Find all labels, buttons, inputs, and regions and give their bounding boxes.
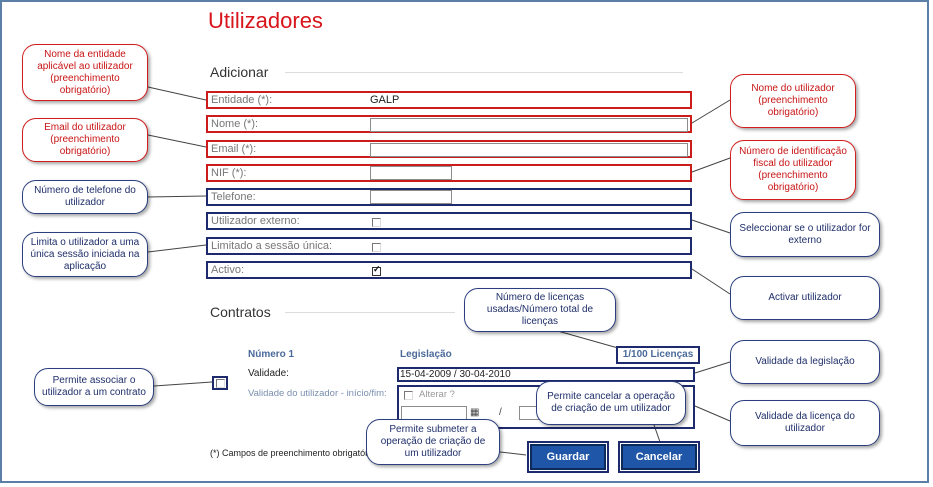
- externo-checkbox[interactable]: [372, 218, 381, 227]
- callout-contrato: Permite associar o utilizador a um contr…: [34, 368, 154, 406]
- section-divider: [285, 72, 683, 73]
- row-nif: NIF (*):: [206, 164, 692, 182]
- start-date-input[interactable]: [401, 406, 467, 420]
- label-nome: Nome (*):: [211, 118, 259, 130]
- callout-telefone: Número de telefone do utilizador: [22, 180, 148, 214]
- label-activo: Activo:: [211, 264, 245, 276]
- nif-input[interactable]: [370, 166, 452, 180]
- section-divider-contratos: [285, 312, 455, 313]
- callout-validade-licenca: Validade da licença do utilizador: [730, 400, 880, 446]
- sessao-checkbox[interactable]: [372, 243, 381, 252]
- row-activo: Activo:: [206, 261, 692, 279]
- row-utilizador-externo: Utilizador externo:: [206, 212, 692, 230]
- label-sessao: Limitado a sessão única:: [211, 240, 333, 252]
- legislation-heading: Legislação: [400, 349, 452, 360]
- guardar-button[interactable]: Guardar: [527, 441, 609, 473]
- row-entidade: Entidade (*): GALP: [206, 91, 692, 109]
- email-input[interactable]: [370, 143, 688, 157]
- label-entidade: Entidade (*):: [211, 94, 273, 106]
- callout-externo: Seleccionar se o utilizador for externo: [730, 212, 880, 257]
- callout-licencas: Número de licenças usadas/Número total d…: [464, 288, 616, 332]
- user-validity-label: Validade do utilizador - início/fim:: [248, 388, 387, 399]
- calendar-icon[interactable]: ▦: [470, 407, 480, 418]
- row-sessao-unica: Limitado a sessão única:: [206, 237, 692, 255]
- validity-label: Validade:: [248, 368, 289, 379]
- row-email: Email (*):: [206, 140, 692, 158]
- label-telefone: Telefone:: [211, 191, 256, 203]
- licenses-count: 1/100 Licenças: [616, 346, 700, 364]
- callout-nome: Nome do utilizador (preenchimento obriga…: [730, 74, 856, 128]
- telefone-input[interactable]: [370, 190, 452, 204]
- contract-number: Número 1: [248, 349, 295, 360]
- nome-input[interactable]: [370, 118, 688, 132]
- contract-checkbox-outline: [212, 376, 228, 390]
- label-nif: NIF (*):: [211, 167, 247, 179]
- callout-email: Email do utilizador (preenchimento obrig…: [22, 118, 148, 162]
- value-entidade: GALP: [370, 94, 400, 106]
- required-note: (*) Campos de preenchimento obrigatório: [210, 448, 376, 458]
- callout-entidade: Nome da entidade aplicável ao utilizador…: [22, 44, 148, 101]
- section-heading-contratos: Contratos: [210, 304, 271, 320]
- date-separator: /: [499, 407, 502, 418]
- alterar-label: Alterar ?: [419, 389, 455, 400]
- legislation-validity-value: 15-04-2009 / 30-04-2010: [397, 367, 695, 382]
- section-heading-adicionar: Adicionar: [210, 64, 269, 80]
- activo-checkbox[interactable]: [372, 264, 381, 276]
- callout-cancelar: Permite cancelar a operação de criação d…: [536, 381, 686, 425]
- alterar-checkbox[interactable]: [404, 391, 413, 400]
- callout-legislacao: Validade da legislação: [730, 340, 880, 384]
- label-email: Email (*):: [211, 143, 257, 155]
- callout-nif: Número de identificação fiscal do utiliz…: [730, 140, 856, 200]
- contract-checkbox[interactable]: [216, 379, 225, 388]
- row-nome: Nome (*):: [206, 115, 692, 133]
- callout-activo: Activar utilizador: [730, 276, 880, 320]
- callout-sessao: Limita o utilizador a uma única sessão i…: [22, 232, 148, 277]
- callout-guardar: Permite submeter a operação de criação d…: [366, 419, 500, 465]
- page-title: Utilizadores: [208, 8, 323, 33]
- row-telefone: Telefone:: [206, 188, 692, 206]
- label-externo: Utilizador externo:: [211, 215, 300, 227]
- cancelar-button[interactable]: Cancelar: [618, 441, 700, 473]
